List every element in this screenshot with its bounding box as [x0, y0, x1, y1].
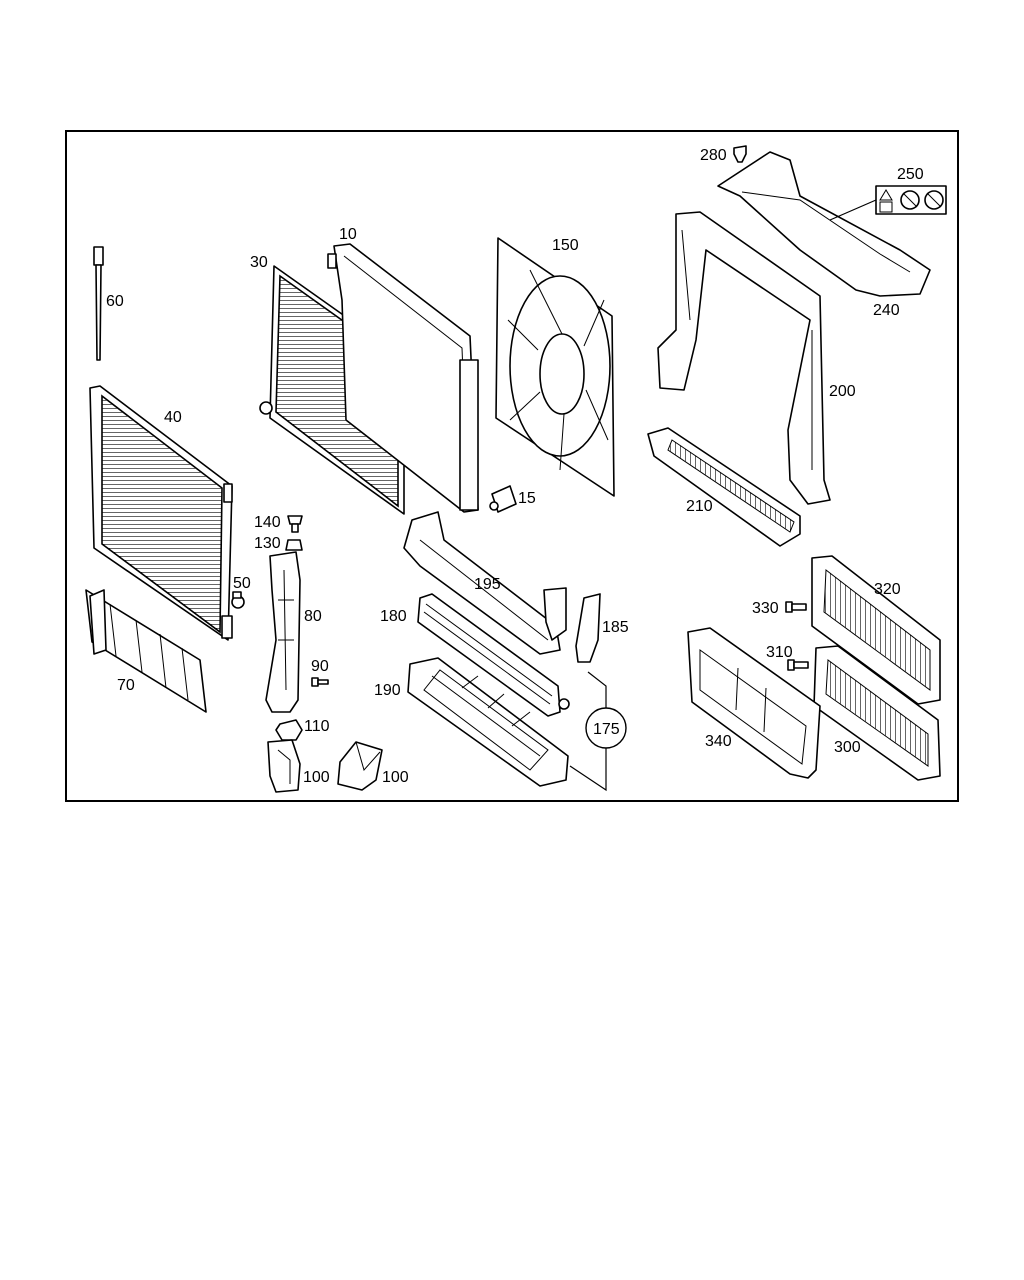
part-150-fan-shroud-drawing: [495, 237, 615, 497]
part-80-bracket-drawing: [265, 551, 301, 713]
part-90-drawing: [311, 677, 329, 687]
label-part-70: 70: [117, 677, 135, 694]
part-175-leaders: [569, 671, 627, 792]
part-60-drawing: [93, 246, 104, 361]
label-part-80: 80: [304, 608, 322, 625]
part-70-drawing: [85, 589, 207, 713]
part-320-shutter-drawing: [811, 555, 941, 705]
part-50-drawing: [231, 591, 245, 609]
label-part-130: 130: [254, 535, 281, 552]
part-330-drawing: [785, 601, 807, 613]
label-part-300: 300: [834, 739, 861, 756]
part-10-frame-drawing: [327, 243, 479, 513]
label-part-90: 90: [311, 658, 329, 675]
label-part-310: 310: [766, 644, 793, 661]
label-part-280: 280: [700, 147, 727, 164]
part-110-drawing: [275, 719, 303, 741]
label-part-200: 200: [829, 383, 856, 400]
label-part-15: 15: [518, 490, 536, 507]
label-part-340: 340: [705, 733, 732, 750]
label-part-185: 185: [602, 619, 629, 636]
part-100-bracket-right-drawing: [337, 741, 383, 791]
part-310-drawing: [787, 659, 809, 671]
label-part-30: 30: [250, 254, 268, 271]
label-part-150: 150: [552, 237, 579, 254]
part-200-frame-drawing: [657, 211, 831, 505]
label-part-250: 250: [897, 166, 924, 183]
part-195-drawing: [403, 511, 561, 655]
label-part-100-left: 100: [303, 769, 330, 786]
label-part-330: 330: [752, 600, 779, 617]
label-part-40: 40: [164, 409, 182, 426]
diagram-frame: [65, 130, 959, 802]
label-part-100-right: 100: [382, 769, 409, 786]
label-part-190: 190: [374, 682, 401, 699]
part-210-air-duct-drawing: [647, 427, 801, 547]
label-part-320: 320: [874, 581, 901, 598]
label-part-10: 10: [339, 226, 357, 243]
part-100-bracket-left-drawing: [267, 739, 301, 793]
label-part-140: 140: [254, 514, 281, 531]
label-part-50: 50: [233, 575, 251, 592]
label-part-175: 175: [593, 721, 620, 738]
part-180-drawing: [417, 593, 570, 717]
label-part-110: 110: [304, 718, 330, 735]
part-240-crossmember-drawing: [717, 151, 931, 297]
label-part-210: 210: [686, 498, 713, 515]
part-140-drawing: [287, 515, 303, 533]
part-40-condenser-drawing: [89, 385, 233, 641]
part-175-circle: [585, 707, 627, 749]
part-190-tray-drawing: [407, 657, 569, 787]
label-part-180: 180: [380, 608, 407, 625]
part-280-drawing: [733, 145, 747, 163]
part-130-drawing: [285, 539, 303, 551]
part-15-drawing: [489, 485, 517, 513]
part-185-drawing: [543, 587, 601, 663]
label-part-240: 240: [873, 302, 900, 319]
part-250-label-drawing: [829, 185, 947, 221]
part-340-frame-drawing: [687, 627, 821, 779]
label-part-60: 60: [106, 293, 124, 310]
label-part-195: 195: [474, 576, 501, 593]
part-300-shutter-drawing: [813, 645, 941, 781]
